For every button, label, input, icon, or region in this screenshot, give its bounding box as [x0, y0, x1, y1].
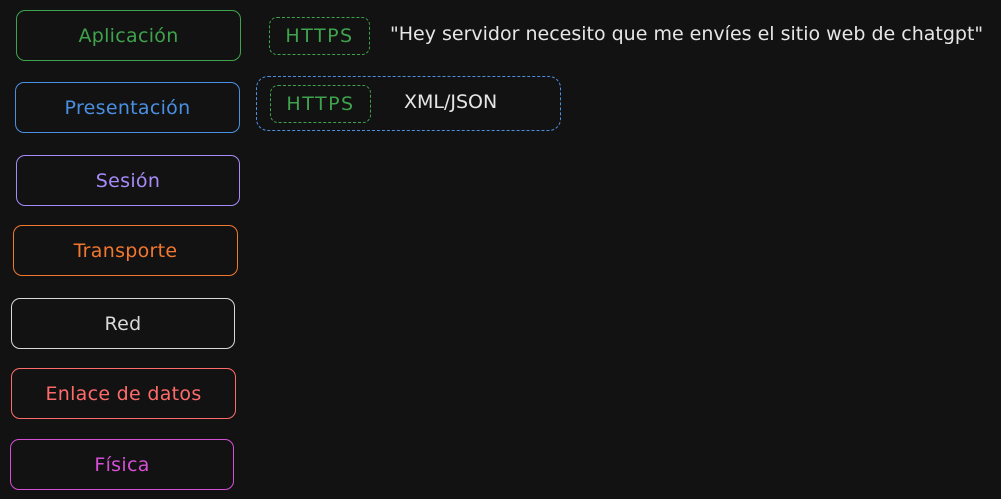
layer-fisica-label: Física: [94, 453, 150, 476]
https-tag-presentation: HTTPS: [270, 85, 371, 123]
presentation-group-box: [256, 76, 561, 131]
layer-enlace-de-datos: Enlace de datos: [11, 368, 236, 419]
layer-sesion: Sesión: [16, 155, 240, 206]
presentation-format-text: XML/JSON: [404, 91, 498, 113]
layer-transporte: Transporte: [13, 225, 238, 276]
layer-aplicacion-label: Aplicación: [78, 24, 179, 47]
https-tag-presentation-label: HTTPS: [286, 93, 355, 115]
layer-red: Red: [11, 298, 235, 349]
layer-fisica: Física: [10, 439, 234, 490]
layer-presentacion-label: Presentación: [64, 96, 191, 119]
layer-transporte-label: Transporte: [73, 239, 178, 262]
layer-sesion-label: Sesión: [95, 169, 161, 192]
https-tag-application: HTTPS: [269, 17, 370, 55]
application-message: "Hey servidor necesito que me envíes el …: [390, 23, 984, 45]
https-tag-application-label: HTTPS: [285, 25, 354, 47]
layer-aplicacion: Aplicación: [16, 10, 241, 61]
layer-presentacion: Presentación: [15, 82, 240, 133]
layer-red-label: Red: [104, 312, 142, 335]
layer-enlace-label: Enlace de datos: [45, 382, 202, 405]
